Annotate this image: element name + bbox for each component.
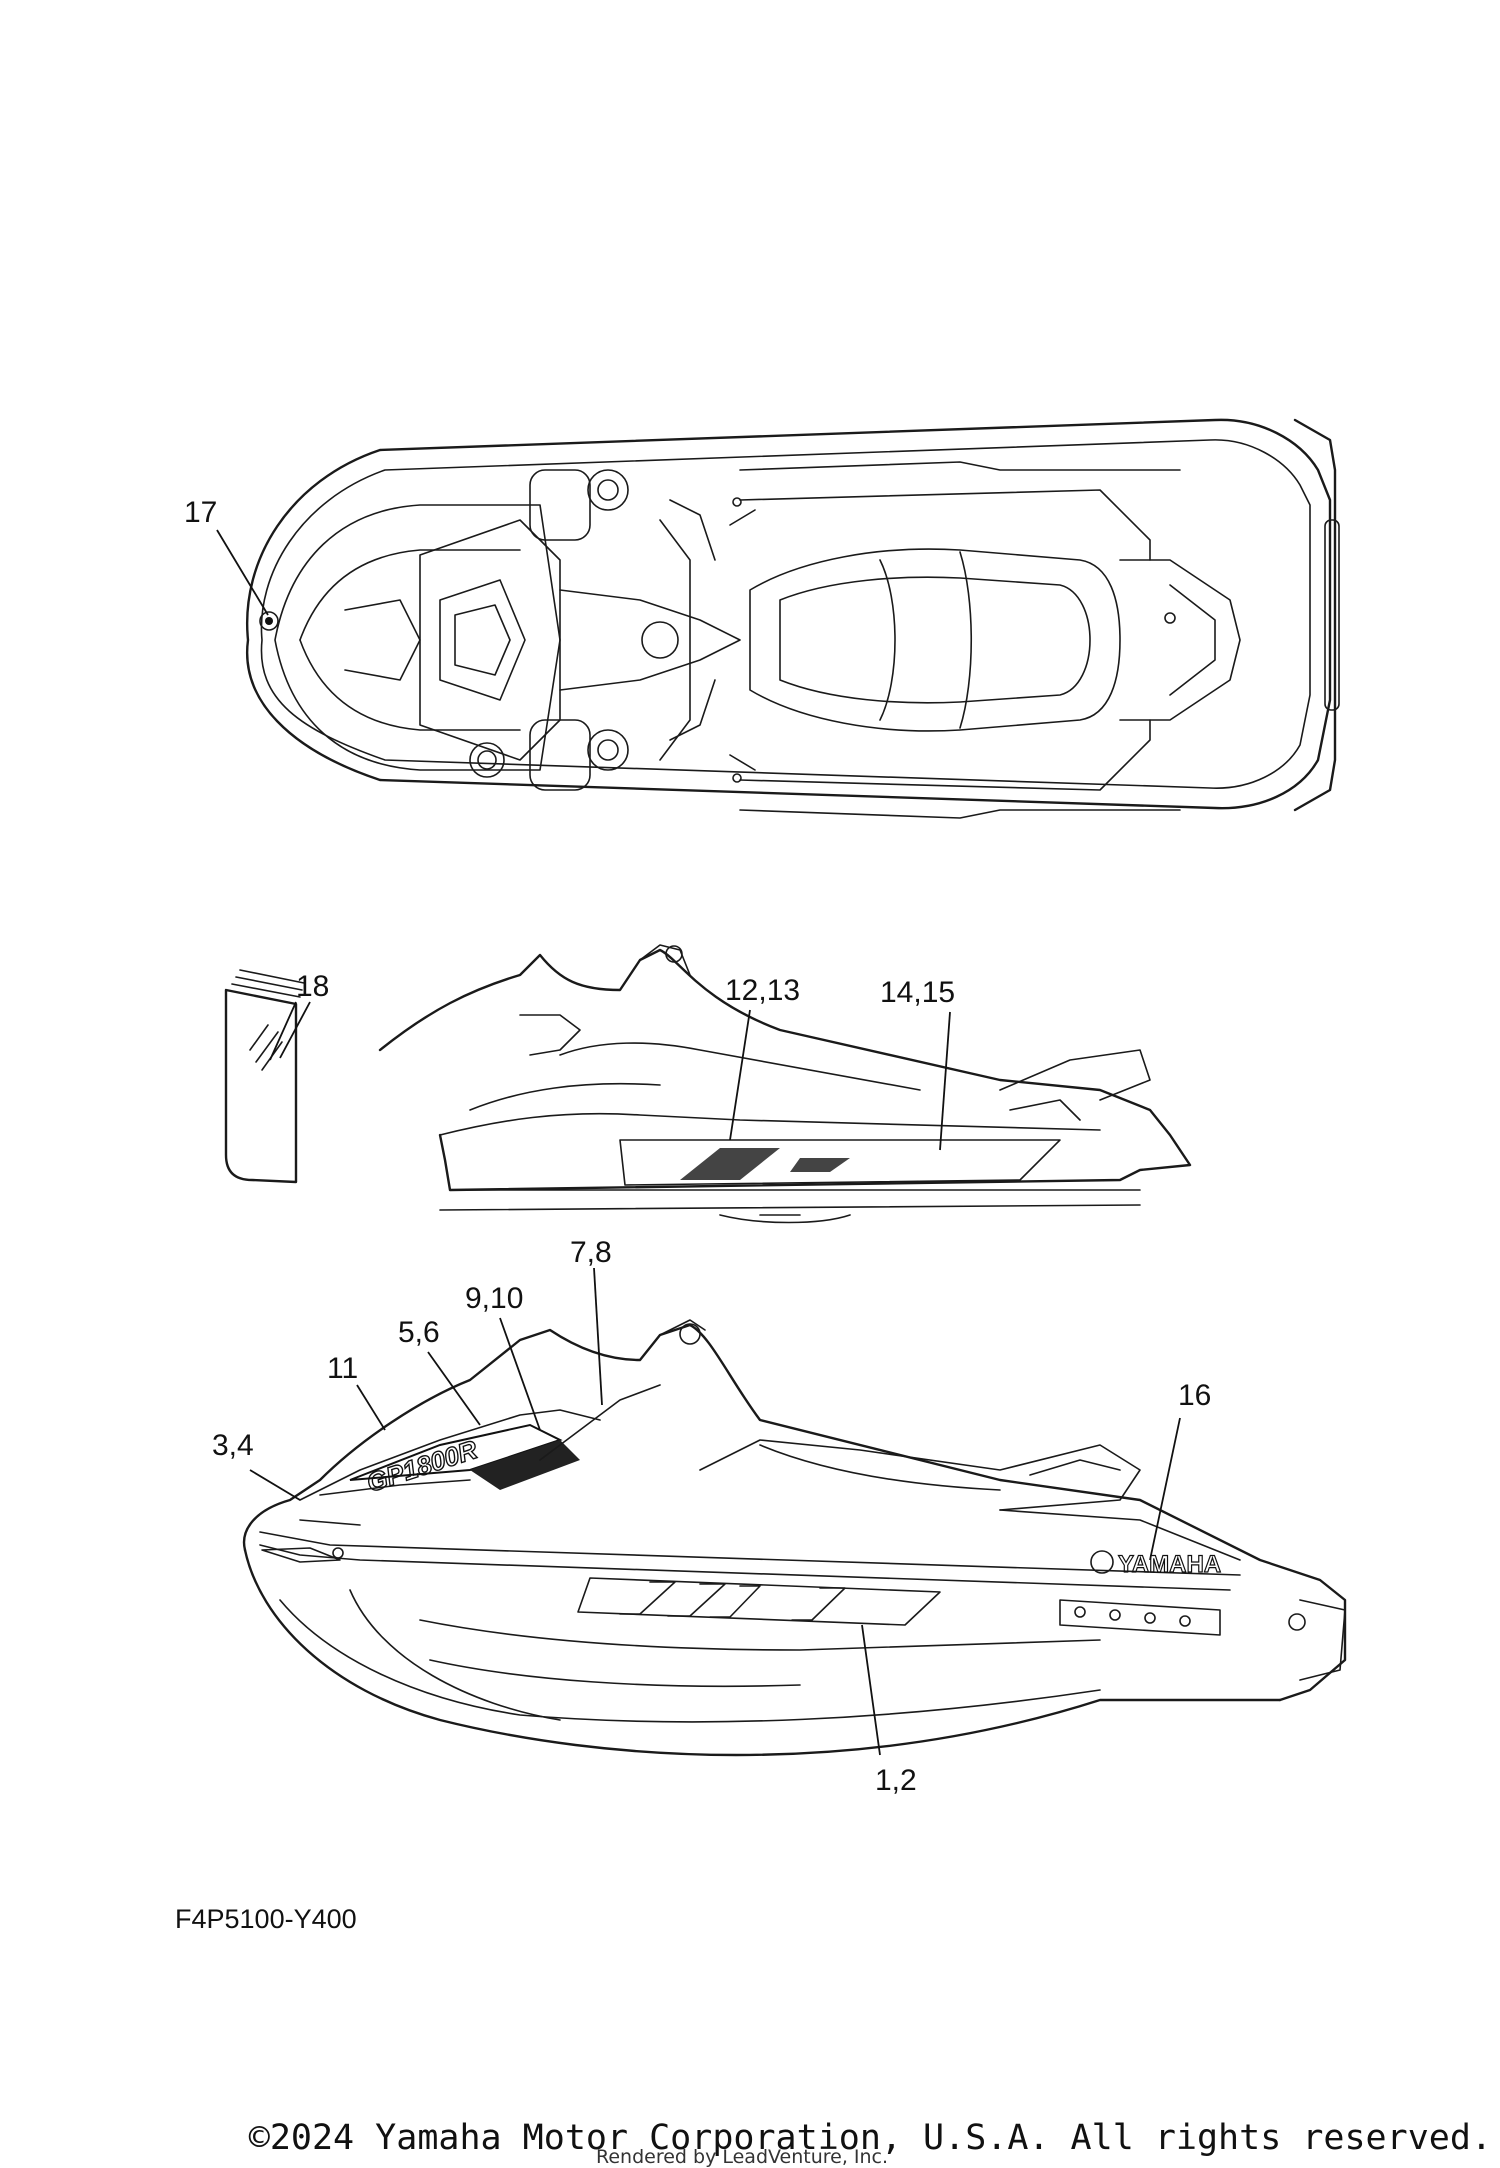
callout-18: 18 xyxy=(296,970,329,1003)
callout-12-13: 12,13 xyxy=(725,974,800,1007)
callout-17: 17 xyxy=(184,496,217,529)
model-logo: GP1800R xyxy=(363,1434,481,1498)
callout-11: 11 xyxy=(327,1352,358,1385)
callout-9-10: 9,10 xyxy=(465,1282,523,1315)
decal-sheet-drawing xyxy=(224,969,305,1184)
part-code: F4P5100-Y400 xyxy=(175,1904,357,1934)
copyright-notice: ©2024 Yamaha Motor Corporation, U.S.A. A… xyxy=(248,2118,1492,2158)
side-partial-view-drawing xyxy=(378,944,1192,1224)
callout-1-2: 1,2 xyxy=(875,1764,917,1797)
yamaha-emblem: YAMAHA xyxy=(1118,1551,1221,1578)
callout-5-6: 5,6 xyxy=(398,1316,440,1349)
rendered-by-credit: Rendered by LeadVenture, Inc. xyxy=(596,2146,889,2168)
callout-14-15: 14,15 xyxy=(880,976,955,1009)
top-view-drawing xyxy=(245,418,1340,819)
callout-3-4: 3,4 xyxy=(212,1429,254,1462)
callout-7-8: 7,8 xyxy=(570,1236,612,1269)
callout-16: 16 xyxy=(1178,1379,1211,1412)
